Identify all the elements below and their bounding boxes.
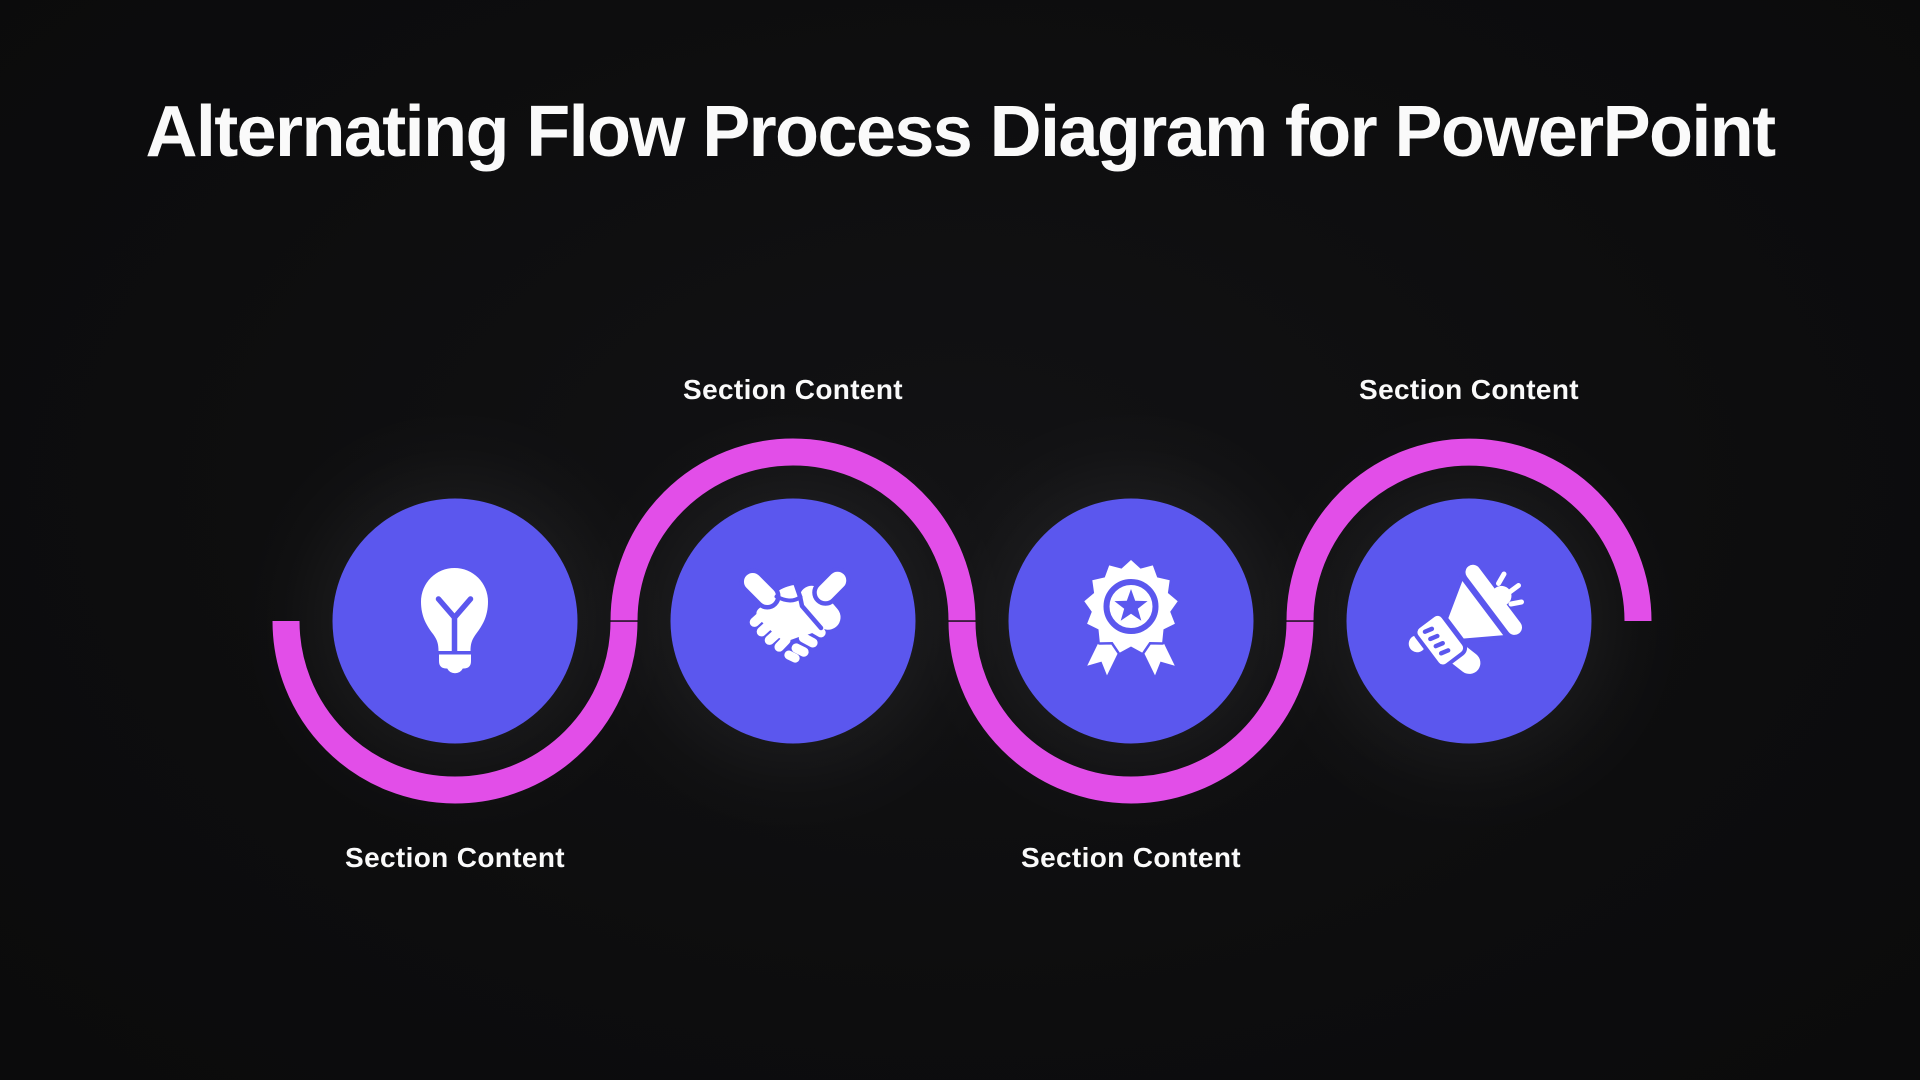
step-2-label: Section Content: [683, 374, 903, 405]
flow-line-seams: [610, 620, 1314, 622]
step-4-label: Section Content: [1359, 374, 1579, 405]
award-ribbon-icon: [1081, 557, 1181, 676]
lightbulb-icon: [421, 568, 488, 674]
handshake-icon: [739, 567, 851, 663]
step-1-label: Section Content: [345, 841, 565, 873]
step-1-node[interactable]: [332, 498, 578, 744]
page-title: Alternating Flow Process Diagram for Pow…: [145, 92, 1776, 172]
megaphone-icon: [1408, 564, 1524, 674]
step-4-node[interactable]: [1346, 498, 1592, 744]
step-3-node[interactable]: [1008, 498, 1254, 744]
step-2-node[interactable]: [670, 498, 916, 744]
step-3-label: Section Content: [1021, 841, 1241, 873]
